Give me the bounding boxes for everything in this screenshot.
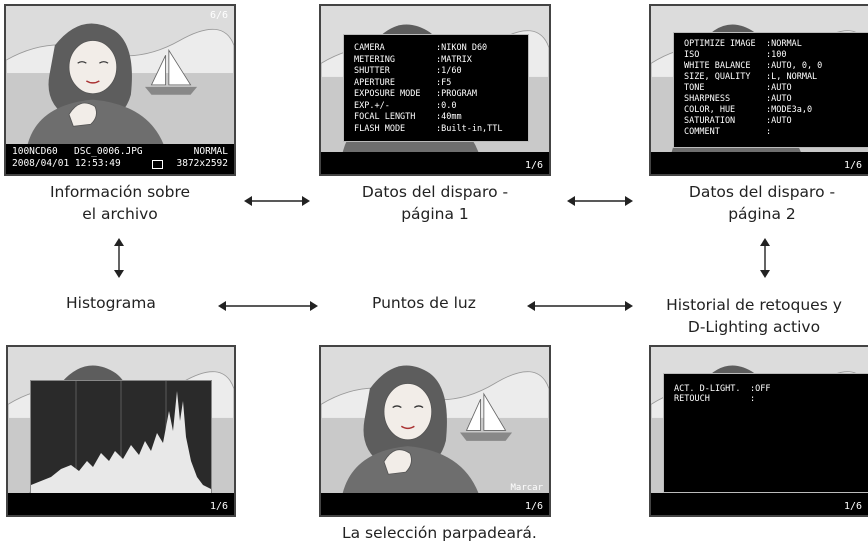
info-value: :L, NORMAL bbox=[766, 72, 818, 82]
frame-counter: 6/6 bbox=[209, 10, 228, 21]
info-value: :NORMAL bbox=[766, 39, 802, 49]
info-key: ISO bbox=[684, 50, 700, 60]
screen-bar: 1/6 bbox=[651, 152, 868, 174]
page-indicator: 1/6 bbox=[209, 501, 228, 512]
file-info-screen: 6/6 100NCD60 DSC_0006.JPG NORMAL 2008/04… bbox=[4, 4, 236, 176]
info-key: CAMERA bbox=[354, 43, 385, 53]
portrait-photo bbox=[321, 347, 549, 493]
date-time: 2008/04/01 12:53:49 bbox=[12, 158, 121, 169]
info-value: : bbox=[750, 394, 756, 404]
photo-scene bbox=[321, 347, 549, 493]
info-key: EXPOSURE MODE bbox=[354, 89, 421, 99]
info-key: SHUTTER bbox=[354, 66, 390, 76]
info-value: :MODE3a,0 bbox=[766, 105, 813, 115]
info-value: :Built-in,TTL bbox=[436, 123, 503, 134]
info-value: :AUTO bbox=[766, 83, 792, 93]
info-key: COMMENT bbox=[684, 127, 720, 137]
info-key: COLOR, HUE bbox=[684, 105, 736, 115]
screen-bar: 1/6 bbox=[651, 493, 868, 515]
double-arrow-icon bbox=[218, 301, 318, 311]
page-indicator: 1/6 bbox=[524, 160, 543, 171]
highlights-screen: Marcar 1/6 bbox=[319, 345, 551, 517]
info-key: WHITE BALANCE bbox=[684, 61, 751, 71]
label-histogram: Histograma bbox=[66, 294, 156, 312]
info-key: FLASH MODE bbox=[354, 123, 406, 134]
info-value: :40mm bbox=[436, 112, 462, 122]
page-indicator: 1/6 bbox=[843, 160, 862, 171]
portrait-photo bbox=[6, 6, 234, 144]
histogram-screen: 1/6 bbox=[6, 345, 236, 517]
page-indicator: 1/6 bbox=[843, 501, 862, 512]
caption-shooting-p2: Datos del disparo - página 2 bbox=[662, 181, 862, 225]
info-value: :PROGRAM bbox=[436, 89, 477, 99]
vertical-double-arrow-icon bbox=[760, 238, 770, 278]
caption-line: Datos del disparo - bbox=[361, 183, 509, 201]
info-value: :NIKON D60 bbox=[436, 43, 488, 53]
retouch-history-screen: ACT. D-LIGHT. :OFF RETOUCH: 1/6 bbox=[649, 345, 868, 517]
caption-line: Historial de retoques y bbox=[666, 296, 842, 314]
caption-line: página 1 bbox=[401, 205, 469, 223]
image-quality: NORMAL bbox=[193, 146, 228, 157]
double-arrow-icon bbox=[244, 196, 310, 206]
histogram-panel bbox=[30, 380, 212, 494]
file-name: DSC_0006.JPG bbox=[74, 146, 143, 157]
info-key: OPTIMIZE IMAGE bbox=[684, 39, 756, 49]
info-key: TONE bbox=[684, 83, 705, 93]
highlight-marker-label: Marcar bbox=[510, 483, 543, 493]
caption-shooting-p1: Datos del disparo - página 1 bbox=[335, 181, 535, 225]
image-size-icon bbox=[152, 160, 163, 169]
label-retouch-history: Historial de retoques y D-Lighting activ… bbox=[640, 294, 868, 338]
info-key: FOCAL LENGTH bbox=[354, 112, 416, 122]
info-value: : bbox=[766, 127, 772, 137]
info-value: :1/60 bbox=[436, 66, 462, 76]
double-arrow-icon bbox=[567, 196, 633, 206]
info-key: SIZE, QUALITY bbox=[684, 72, 751, 82]
caption-file-info: Información sobre el archivo bbox=[20, 181, 220, 225]
blink-note: La selección parpadeará. bbox=[342, 524, 537, 542]
retouch-overlay: ACT. D-LIGHT. :OFF RETOUCH: bbox=[663, 373, 868, 493]
info-value: :100 bbox=[766, 50, 787, 60]
caption-line: página 2 bbox=[728, 205, 796, 223]
page-indicator: 1/6 bbox=[524, 501, 543, 512]
caption-line: el archivo bbox=[82, 205, 158, 223]
screen-bar: 1/6 bbox=[321, 152, 549, 174]
info-value: :AUTO bbox=[766, 94, 792, 104]
info-key: SATURATION bbox=[684, 116, 736, 126]
caption-line: Datos del disparo - bbox=[688, 183, 836, 201]
info-key: RETOUCH bbox=[674, 394, 710, 404]
double-arrow-icon bbox=[527, 301, 633, 311]
file-info-bar: 100NCD60 DSC_0006.JPG NORMAL 2008/04/01 … bbox=[6, 144, 234, 174]
vertical-double-arrow-icon bbox=[114, 238, 124, 278]
folder-name: 100NCD60 bbox=[12, 146, 58, 157]
info-key: ACT. D-LIGHT. bbox=[674, 384, 741, 394]
info-value: :0.0 bbox=[436, 100, 457, 111]
caption-line: D-Lighting activo bbox=[687, 318, 821, 336]
info-value: :OFF bbox=[750, 384, 771, 394]
info-value: :F5 bbox=[436, 77, 452, 88]
info-value: :AUTO bbox=[766, 116, 792, 126]
caption-line: Información sobre bbox=[49, 183, 191, 201]
screen-bar: 1/6 bbox=[8, 493, 234, 515]
photo-scene bbox=[6, 6, 234, 144]
histogram-graph bbox=[31, 381, 211, 493]
info-value: :MATRIX bbox=[436, 54, 472, 65]
label-highlights: Puntos de luz bbox=[372, 294, 476, 312]
info-value: :AUTO, 0, 0 bbox=[766, 61, 823, 71]
info-key: EXP.+/- bbox=[354, 100, 390, 111]
info-key: APERTURE bbox=[354, 77, 395, 88]
info-key: METERING bbox=[354, 54, 395, 65]
image-size: 3872x2592 bbox=[176, 158, 228, 169]
info-key: SHARPNESS bbox=[684, 94, 731, 104]
screen-bar: Marcar 1/6 bbox=[321, 483, 549, 515]
